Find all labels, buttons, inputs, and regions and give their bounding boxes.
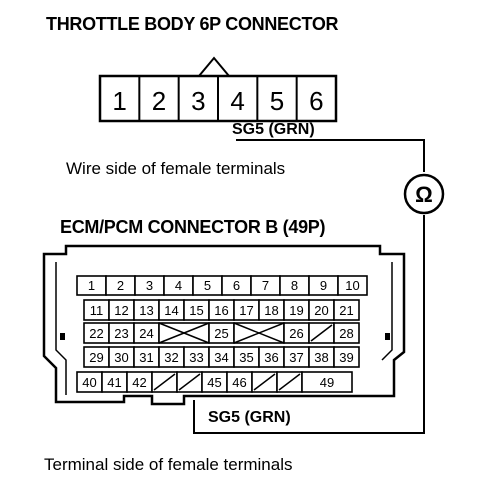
ecm-terminal-20: 20 [314, 303, 328, 318]
ecm-terminal-17: 17 [239, 303, 253, 318]
ecm-cavity [333, 299, 360, 321]
throttle-side-label: Wire side of female terminals [66, 159, 286, 178]
ecm-terminal-25: 25 [214, 326, 228, 341]
ecm-empty-cavity [178, 373, 201, 391]
ecm-terminal-3: 3 [146, 278, 153, 293]
throttle-pin-5: 5 [270, 86, 284, 116]
ecm-terminal-30: 30 [114, 350, 128, 365]
ecm-terminal-39: 39 [339, 350, 353, 365]
ecm-wire-label: SG5 (GRN) [208, 409, 291, 426]
ecm-terminal-6: 6 [233, 278, 240, 293]
ecm-terminal-45: 45 [207, 375, 221, 390]
ecm-cavity [333, 346, 360, 368]
ecm-terminal-13: 13 [139, 303, 153, 318]
ecm-terminal-32: 32 [164, 350, 178, 365]
ecm-terminal-1: 1 [88, 278, 95, 293]
ecm-terminal-24: 24 [139, 326, 153, 341]
ecm-terminal-8: 8 [291, 278, 298, 293]
ecm-side-label: Terminal side of female terminals [44, 455, 293, 474]
ohmmeter-icon [403, 173, 445, 215]
ecm-terminal-37: 37 [289, 350, 303, 365]
ecm-housing-inner-rim [55, 262, 393, 395]
ecm-terminal-38: 38 [314, 350, 328, 365]
ecm-cavity [301, 371, 353, 393]
throttle-locking-tab [198, 56, 230, 77]
ecm-cavity [337, 275, 368, 296]
throttle-pin-4: 4 [230, 86, 244, 116]
ecm-terminal-14: 14 [164, 303, 178, 318]
ecm-terminal-11: 11 [90, 303, 104, 318]
ecm-terminal-2: 2 [117, 278, 124, 293]
throttle-connector-title: THROTTLE BODY 6P CONNECTOR [46, 14, 339, 34]
ecm-terminal-21: 21 [339, 303, 353, 318]
ecm-terminal-36: 36 [264, 350, 278, 365]
ecm-terminal-42: 42 [132, 375, 146, 390]
ecm-key-right [385, 333, 390, 340]
ecm-empty-cavity [310, 324, 333, 342]
ecm-terminal-34: 34 [214, 350, 228, 365]
ecm-terminal-7: 7 [262, 278, 269, 293]
ecm-terminal-28: 28 [339, 326, 353, 341]
throttle-pin-6: 6 [309, 86, 323, 116]
wire-throttle-to-meter [236, 139, 425, 172]
ecm-cavity [333, 322, 360, 344]
ecm-terminal-40: 40 [82, 375, 96, 390]
ecm-terminal-22: 22 [89, 326, 103, 341]
ecm-terminal-16: 16 [214, 303, 228, 318]
ecm-terminal-23: 23 [114, 326, 128, 341]
ecm-terminal-33: 33 [189, 350, 203, 365]
ecm-terminal-26: 26 [289, 326, 303, 341]
ecm-empty-cavity [278, 373, 301, 391]
ecm-terminal-15: 15 [189, 303, 203, 318]
throttle-pin-3: 3 [191, 86, 205, 116]
ecm-terminal-19: 19 [289, 303, 303, 318]
ecm-terminal-18: 18 [264, 303, 278, 318]
test-wiring [193, 139, 445, 434]
throttle-wire-label: SG5 (GRN) [232, 121, 315, 138]
throttle-pin-2: 2 [152, 86, 166, 116]
ecm-empty-cavity [153, 373, 176, 391]
ecm-blocked-cavity [233, 322, 285, 344]
ecm-terminal-35: 35 [239, 350, 253, 365]
ecm-terminal-9: 9 [320, 278, 327, 293]
ecm-terminal-5: 5 [204, 278, 211, 293]
ecm-terminal-10: 10 [345, 278, 359, 293]
ecm-connector-title: ECM/PCM CONNECTOR B (49P) [60, 217, 326, 237]
ecm-terminal-12: 12 [114, 303, 128, 318]
ecm-blocked-cavity [158, 322, 210, 344]
ecm-terminal-49: 49 [320, 375, 334, 390]
ecm-empty-cavity [253, 373, 276, 391]
wire-meter-to-ecm [193, 215, 425, 434]
ecm-terminal-46: 46 [232, 375, 246, 390]
ecm-key-left [60, 333, 65, 340]
ohm-icon: Ω [415, 182, 433, 207]
ecm-terminal-31: 31 [139, 350, 153, 365]
ecm-terminal-29: 29 [89, 350, 103, 365]
ecm-terminal-4: 4 [175, 278, 182, 293]
ecm-terminal-41: 41 [107, 375, 121, 390]
throttle-pin-1: 1 [112, 86, 126, 116]
